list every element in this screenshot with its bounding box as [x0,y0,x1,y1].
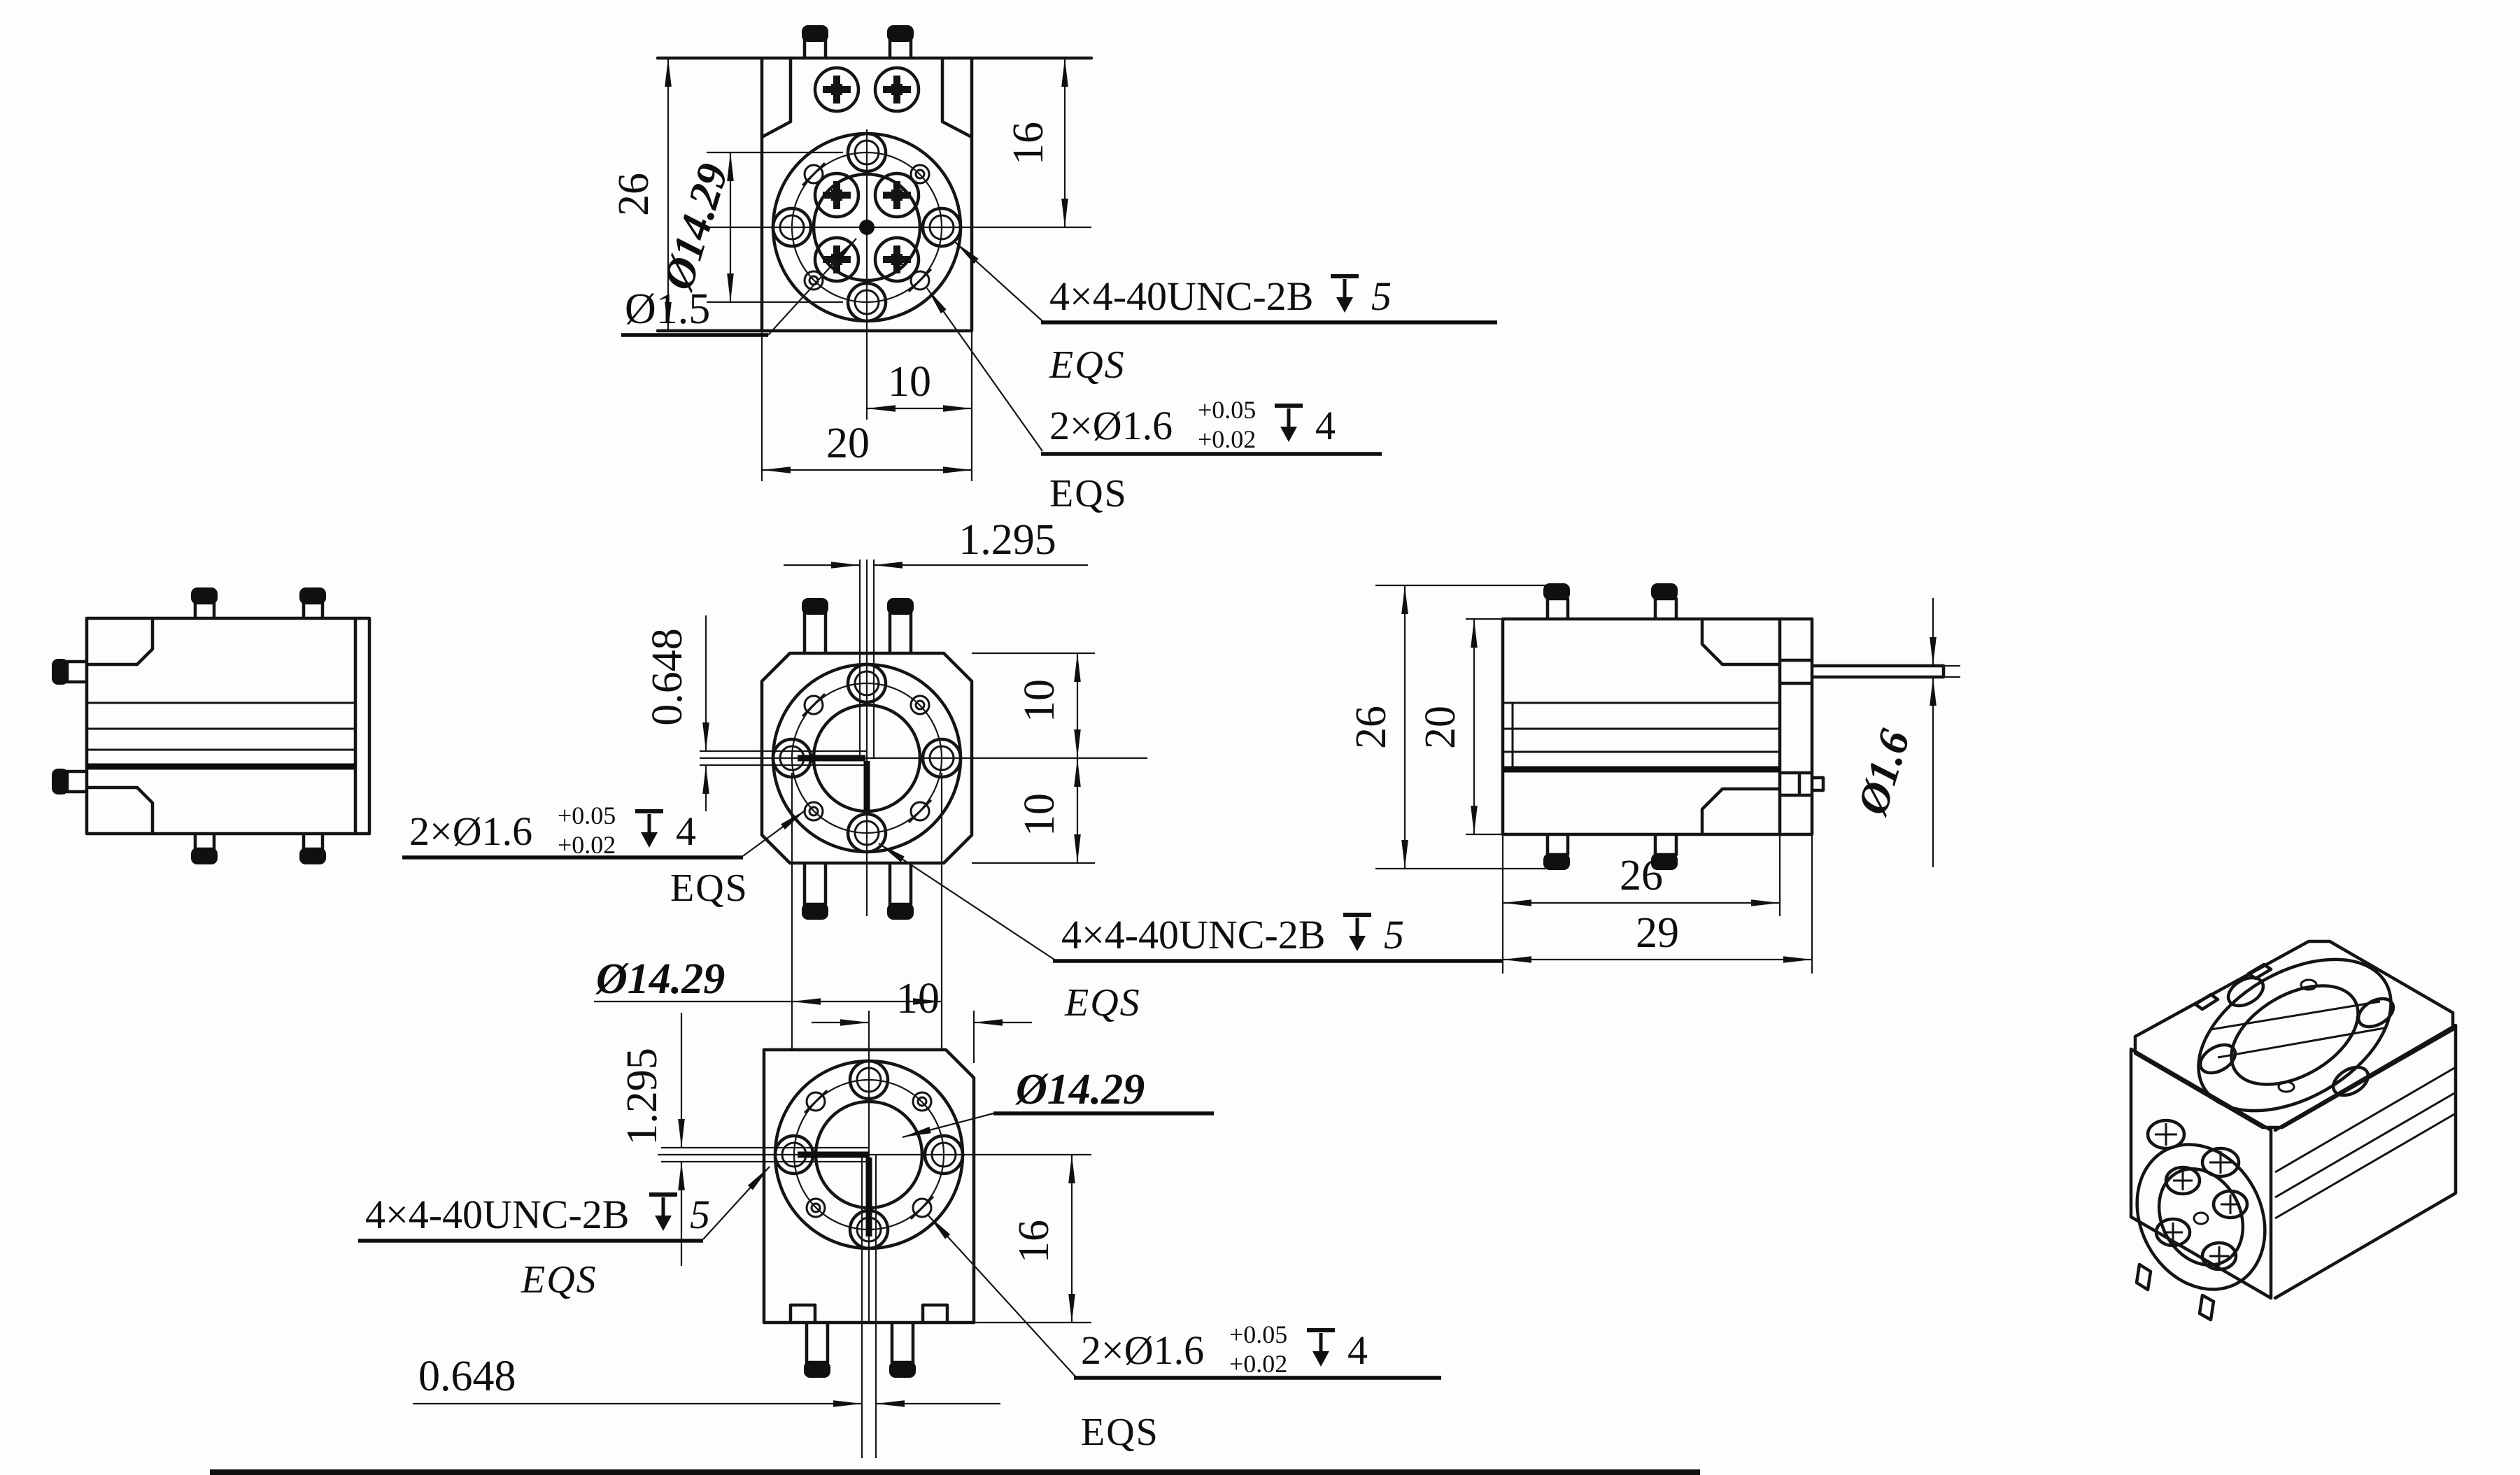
hole-tol-upper: +0.05 [558,801,616,829]
center-pin-dia-label: Ø1.5 [625,285,710,333]
depth-symbol-icon [1307,1330,1335,1367]
hole-spec: 2×Ø1.6 [1081,1327,1204,1373]
iso-laminations [2274,1066,2456,1220]
dim-half-10: 10 [888,358,931,406]
thread-callout-bottom-view: 4×4-40UNC-2B 5 EQS [358,1166,770,1302]
dim-slot-half-bottom: 0.648 [418,1353,516,1400]
dim-body-height-20: 20 [1417,706,1464,749]
thread-eqs: EQS [521,1258,597,1302]
hole-eqs: EQS [670,867,749,910]
thread-depth: 5 [690,1192,710,1237]
right-view-dimensions [1375,584,1960,974]
center-pin-callout: Ø1.5 [621,238,857,337]
dim-slot-width: 1.295 [958,516,1056,564]
thread-eqs: EQS [1049,343,1126,387]
right-view-laminations [1503,701,1780,769]
hole-depth: 4 [1347,1327,1368,1373]
hole-tol-upper: +0.05 [1229,1320,1287,1348]
bottom-view-slot-lines [661,1146,877,1458]
hole-spec: 2×Ø1.6 [1049,403,1173,448]
hole-tol-lower: +0.02 [1198,425,1256,453]
dim-slot-half: 0.648 [644,628,691,726]
depth-symbol-icon [649,1195,677,1231]
left-side-view [52,587,371,864]
mount-screw-left [815,68,858,111]
dim-upper-10: 10 [1016,679,1063,722]
dim-slot-width-bottom: 1.295 [618,1048,666,1146]
front-view: 1.295 0.648 10 10 Ø14.29 2×Ø1.6 +0.05 +0… [402,516,1503,1049]
iso-body-outline [2129,939,2458,1300]
front-view-contact-bars [798,755,870,811]
dim-height-26: 26 [610,173,658,216]
thread-callout-front-view: 4×4-40UNC-2B 5 EQS [878,843,1503,1025]
thread-spec: 4×4-40UNC-2B [365,1192,629,1237]
hole-tol-lower: +0.02 [1229,1350,1287,1378]
dim-half-10-bottom: 10 [896,975,940,1022]
left-view-pin-caps [52,587,326,864]
depth-symbol-icon [635,811,663,848]
center-pin-dot [859,220,875,235]
hole-spec: 2×Ø1.6 [409,808,532,854]
front-view-slot-lines [700,560,875,767]
dim-width-20: 20 [826,420,870,467]
depth-symbol-icon [1343,915,1371,951]
hole-callout-bottom-view: 2×Ø1.6 +0.05 +0.02 4 EQS [928,1215,1441,1454]
dim-center-16: 16 [1005,122,1052,165]
top-view: 26 Ø14.29 16 10 20 Ø1.5 4×4-40UNC-2B 5 E… [610,25,1497,515]
thread-depth: 5 [1384,912,1404,957]
top-view-pin-caps [802,25,914,42]
dim-lower-10: 10 [1016,793,1063,836]
hole-tol-upper: +0.05 [1198,396,1256,424]
right-view-pin-caps [1543,583,1678,870]
bottom-view: 10 1.295 16 0.648 Ø14.29 4×4-40UNC-2B 5 … [358,975,1441,1458]
dim-bolt-circle-front: Ø14.29 [595,955,725,1003]
bottom-view-centerlines [658,1011,1091,1323]
bolt-circle-callout-bottom: Ø14.29 [902,1066,1214,1139]
iso-upper-face-screws [2146,1118,2241,1178]
hole-eqs: EQS [1049,472,1128,515]
bolt-circle-label: Ø14.29 [1014,1066,1145,1113]
iso-front-connector-face [2135,1143,2267,1322]
mount-screw-right [875,68,919,111]
thread-eqs: EQS [1064,981,1141,1025]
bottom-view-outline [762,1048,976,1364]
left-view-laminations [87,701,355,751]
top-view-dimensions [665,58,1068,481]
iso-top-connector-face [2193,957,2395,1113]
bottom-view-pin-caps [804,1361,916,1378]
bottom-view-dimensions [413,1011,1091,1407]
thread-callout-top-view: 4×4-40UNC-2B 5 EQS [954,241,1497,387]
sheet-border-line [210,1469,1700,1475]
hole-depth: 4 [676,808,696,854]
dim-overall-width-29: 29 [1636,909,1679,957]
thread-depth: 5 [1371,273,1392,319]
dim-pin-dia: Ø1.6 [1848,725,1919,822]
isometric-view [2129,939,2458,1322]
bottom-view-contact-bars [798,1151,872,1237]
hole-depth: 4 [1315,403,1336,448]
hole-eqs: EQS [1081,1411,1159,1454]
left-view-outline [65,601,371,851]
dim-to-bottom-16: 16 [1010,1220,1058,1263]
front-view-pin-caps [802,598,914,920]
dim-body-width-26: 26 [1620,852,1663,899]
thread-spec: 4×4-40UNC-2B [1061,912,1325,957]
dim-overall-height-26: 26 [1347,706,1395,749]
right-side-view: 26 20 26 29 Ø1.6 [1347,583,1960,974]
hole-callout-front-view: 2×Ø1.6 +0.05 +0.02 4 EQS [402,801,807,910]
depth-symbol-icon [1275,406,1303,442]
depth-symbol-icon [1331,276,1359,313]
thread-spec: 4×4-40UNC-2B [1049,273,1313,319]
hole-callout-top-view: 2×Ø1.6 +0.05 +0.02 4 EQS [926,287,1382,515]
hole-tol-lower: +0.02 [558,831,616,859]
